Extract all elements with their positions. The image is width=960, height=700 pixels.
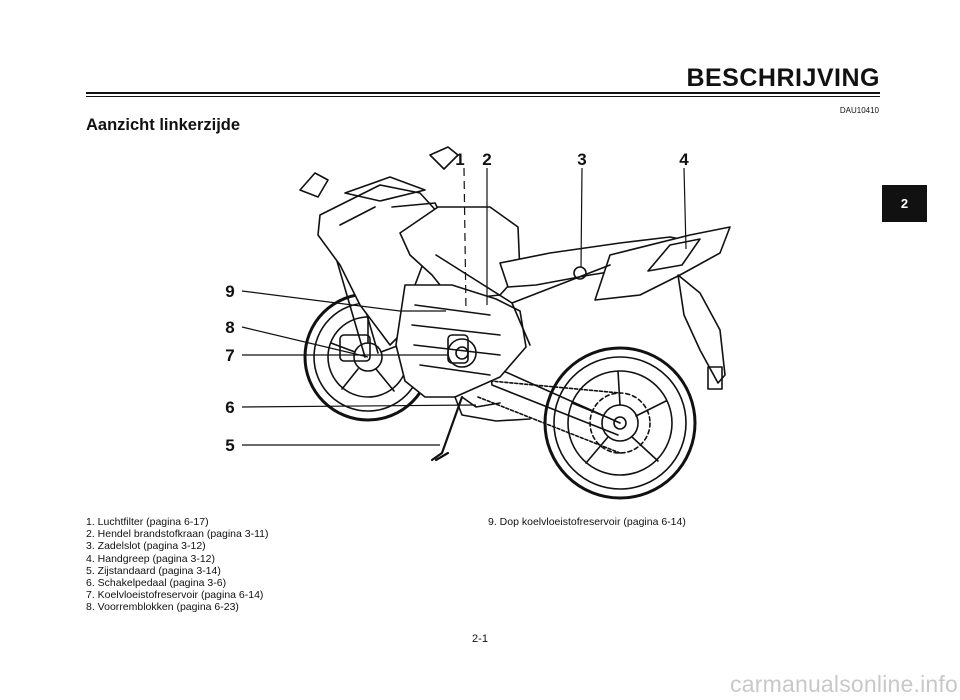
leader-line-3 — [580, 167, 583, 268]
page-header: BESCHRIJVING — [0, 0, 960, 100]
drive-chain — [477, 379, 621, 454]
legend-item-2: 2. Hendel brandstofkraan (pagina 3-11) — [86, 528, 269, 541]
legend-item-8: 8. Voorremblokken (pagina 6-23) — [86, 601, 239, 614]
leader-lines — [241, 167, 687, 446]
leader-line-4 — [683, 167, 687, 250]
callout-7: 7 — [225, 346, 234, 365]
sidestand — [430, 395, 464, 462]
callout-1: 1 — [455, 150, 464, 169]
legend-item-5: 5. Zijstandaard (pagina 3-14) — [86, 564, 221, 577]
chapter-tab-label: 2 — [900, 196, 909, 211]
legend-item-7: 7. Koelvloeistofreservoir (pagina 6-14) — [86, 589, 264, 602]
shift-pedal — [461, 396, 501, 408]
leader-line-1 — [463, 167, 467, 312]
section-heading: Aanzicht linkerzijde — [86, 116, 241, 134]
header-rule-thin — [86, 96, 880, 97]
callout-2: 2 — [482, 150, 491, 169]
chapter-tab[interactable]: 2 — [882, 185, 927, 222]
page-number: 2-1 — [472, 633, 488, 645]
callout-8: 8 — [225, 318, 234, 337]
leader-line-9 — [241, 290, 446, 312]
callout-6: 6 — [225, 398, 234, 417]
legend-left-column: 1. Luchtfilter (pagina 6-17) 2. Hendel b… — [86, 516, 416, 614]
reference-code: DAU10410 — [839, 106, 879, 115]
callout-4: 4 — [679, 150, 689, 169]
coolant-reservoir — [447, 334, 469, 364]
frame — [435, 254, 611, 346]
windscreen — [344, 176, 426, 202]
legend-item-6: 6. Schakelpedaal (pagina 3-6) — [86, 577, 227, 590]
leader-line-8 — [241, 326, 369, 358]
legend-item-4: 4. Handgreep (pagina 3-12) — [86, 552, 216, 565]
legend-right-column: 9. Dop koelvloeistofreservoir (pagina 6-… — [488, 516, 818, 528]
legend-item-9: 9. Dop koelvloeistofreservoir (pagina 6-… — [488, 516, 686, 528]
callout-9: 9 — [225, 282, 234, 301]
license-plate — [707, 366, 723, 390]
callout-3: 3 — [577, 150, 586, 169]
legend-item-3: 3. Zadelslot (pagina 3-12) — [86, 540, 206, 553]
grab-handle — [647, 238, 701, 272]
mirror — [299, 146, 459, 198]
chapter-title: BESCHRIJVING — [686, 64, 880, 92]
motorcycle-illustration: 1 2 3 4 5 6 7 8 9 — [225, 146, 731, 500]
watermark: carmanualsonline.info — [730, 671, 958, 697]
legend-item-1: 1. Luchtfilter (pagina 6-17) — [86, 516, 209, 528]
header-rule-thick — [86, 92, 880, 94]
engine — [395, 284, 527, 398]
callout-5: 5 — [225, 436, 234, 455]
leader-line-6 — [241, 404, 477, 408]
seat-lock — [573, 266, 587, 280]
